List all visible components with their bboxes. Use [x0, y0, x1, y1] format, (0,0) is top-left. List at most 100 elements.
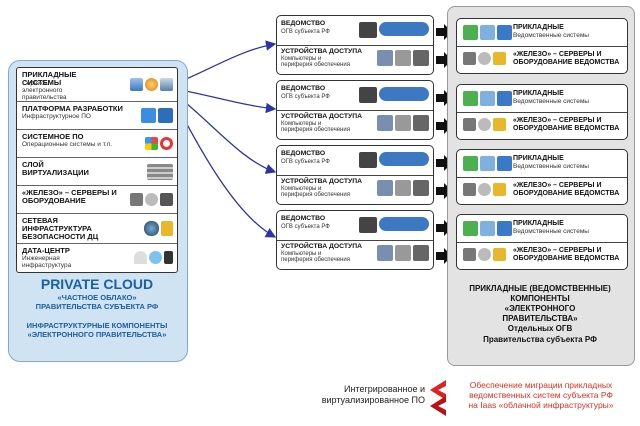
agency-card: ВЕДОМСТВО ОГВ субъекта РФ УСТРОЙСТВА ДОС… — [276, 145, 434, 205]
legend-migration: Обеспечение миграции прикладных ведомств… — [446, 380, 636, 410]
applied-panel-title-6: Правительства субъекта РФ — [483, 335, 597, 344]
devices-subtitle-1: Компьютеры и — [281, 186, 322, 192]
devices-subtitle-2: периферия обеспечения — [281, 192, 350, 198]
legend-left-line-2: виртуализированное ПО — [321, 395, 425, 405]
download-icon — [463, 91, 478, 106]
padlock-icon — [493, 248, 506, 261]
window-icon — [480, 91, 495, 106]
user-group-icon — [379, 152, 429, 166]
layer-subtitle: Операционные системы и т.п. — [22, 141, 113, 148]
applied-panel-title-3: «ЭЛЕКТРОННОГО — [504, 304, 576, 313]
agency-dept-title: ВЕДОМСТВО — [281, 85, 326, 92]
folder-icon — [497, 91, 512, 106]
official-icon — [359, 87, 377, 103]
layer-data-center: ДАТА-ЦЕНТР Инженерная инфраструктура — [17, 244, 177, 272]
app-store-icon — [141, 108, 156, 123]
migration-arrows-icon — [430, 380, 446, 416]
download-icon — [463, 25, 478, 40]
server-icon — [463, 248, 476, 261]
devices-subtitle-1: Компьютеры и — [281, 251, 322, 257]
user-group-icon — [379, 87, 429, 101]
devices-title: УСТРОЙСТВА ДОСТУПА — [281, 243, 363, 250]
folder-icon — [497, 221, 512, 236]
user-group-icon — [379, 22, 429, 36]
disk-icon — [478, 52, 491, 65]
applied-panel-title-4: ПРАВИТЕЛЬСТВА» — [502, 314, 578, 323]
snowflake-icon — [149, 251, 162, 264]
hardware-title-1: «ЖЕЛЕЗО» – СЕРВЕРЫ И — [513, 51, 602, 58]
agency-dept-subtitle: ОГВ субъекта РФ — [281, 159, 330, 165]
layer-applied-systems: ПРИКЛАДНЫЕ СИСТЕМЫ Сервисы электронного … — [17, 68, 177, 102]
layer-subtitle: Инженерная инфраструктура — [22, 255, 72, 269]
hardware-title-1: «ЖЕЛЕЗО» – СЕРВЕРЫ И — [513, 247, 602, 254]
fax-icon — [413, 245, 429, 261]
apps-subtitle: Ведомственные системы — [513, 32, 589, 39]
printer-icon — [395, 245, 411, 261]
applied-card: ПРИКЛАДНЫЕ Ведомственные системы «ЖЕЛЕЗО… — [456, 149, 628, 205]
globe-icon — [145, 78, 158, 91]
devices-subtitle-1: Компьютеры и — [281, 56, 322, 62]
server-icon — [463, 118, 476, 131]
devices-title: УСТРОЙСТВА ДОСТУПА — [281, 178, 363, 185]
hardware-title-1: «ЖЕЛЕЗО» – СЕРВЕРЫ И — [513, 182, 602, 189]
agency-dept-subtitle: ОГВ субъекта РФ — [281, 29, 330, 35]
infra-components-1: ИНФРАСТРУКТУРНЫЕ КОМПОНЕНТЫ — [26, 321, 168, 330]
padlock-icon — [161, 221, 173, 236]
legend-integrated-software: Интегрированное и виртуализированное ПО — [253, 384, 425, 406]
private-cloud-title: PRIVATE CLOUD — [40, 276, 154, 292]
computer-icon — [377, 50, 393, 66]
battery-icon — [164, 251, 173, 264]
apps-title: ПРИКЛАДНЫЕ — [513, 90, 564, 97]
windows-logo-icon — [145, 137, 158, 150]
layer-dev-platform: ПЛАТФОРМА РАЗРАБОТКИ Инфраструктурное ПО — [17, 102, 177, 130]
apps-subtitle: Ведомственные системы — [513, 228, 589, 235]
hardware-title-2: ОБОРУДОВАНИЕ ВЕДОМСТВА — [513, 125, 620, 132]
layer-title: СЛОЙ ВИРТУАЛИЗАЦИИ — [22, 160, 89, 177]
hardware-icon — [160, 193, 173, 206]
server-icon — [463, 52, 476, 65]
cloud-subtitle-2: ПРАВИТЕЛЬСТВА СУБЪЕКТА РФ — [35, 302, 159, 311]
hardware-title-1: «ЖЕЛЕЗО» – СЕРВЕРЫ И — [513, 117, 602, 124]
layer-subtitle: Сервисы электронного правительства — [22, 80, 67, 101]
layer-network-security: СЕТЕВАЯ ИНФРАСТРУКТУРА БЕЗОПАСНОСТИ ДЦ — [17, 214, 177, 244]
window-icon — [160, 78, 173, 91]
applied-card: ПРИКЛАДНЫЕ Ведомственные системы «ЖЕЛЕЗО… — [456, 214, 628, 270]
applied-panel-title-5: Отдельных ОГВ — [507, 324, 573, 333]
padlock-icon — [493, 118, 506, 131]
window-icon — [130, 78, 143, 91]
legend-right-line-3: на Iaas «облачной инфраструктуры» — [468, 400, 614, 410]
computer-icon — [377, 180, 393, 196]
agency-card: ВЕДОМСТВО ОГВ субъекта РФ УСТРОЙСТВА ДОС… — [276, 210, 434, 270]
hardware-title-2: ОБОРУДОВАНИЕ ВЕДОМСТВА — [513, 59, 620, 66]
infra-components-2: «ЭЛЕКТРОННОГО ПРАВИТЕЛЬСТВА» — [27, 330, 167, 339]
agency-dept-title: ВЕДОМСТВО — [281, 150, 326, 157]
user-group-icon — [379, 217, 429, 231]
layer-virtualization: СЛОЙ ВИРТУАЛИЗАЦИИ — [17, 158, 177, 186]
infrastructure-layer-stack: ПРИКЛАДНЫЕ СИСТЕМЫ Сервисы электронного … — [16, 67, 178, 273]
download-icon — [463, 221, 478, 236]
legend-left-line-1: Интегрированное и — [344, 384, 425, 394]
cloud-subtitle-1: «ЧАСТНОЕ ОБЛАКО» — [57, 293, 137, 302]
agency-dept-title: ВЕДОМСТВО — [281, 215, 326, 222]
apps-title: ПРИКЛАДНЫЕ — [513, 24, 564, 31]
agency-dept-subtitle: ОГВ субъекта РФ — [281, 224, 330, 230]
server-icon — [130, 193, 143, 206]
agency-card: ВЕДОМСТВО ОГВ субъекта РФ УСТРОЙСТВА ДОС… — [276, 15, 434, 75]
folder-icon — [497, 156, 512, 171]
lifebuoy-icon — [160, 137, 173, 150]
fax-icon — [413, 115, 429, 131]
devices-subtitle-2: периферия обеспечения — [281, 127, 350, 133]
layer-title: ДАТА-ЦЕНТР — [22, 246, 70, 255]
disk-icon — [478, 118, 491, 131]
agency-card: ВЕДОМСТВО ОГВ субъекта РФ УСТРОЙСТВА ДОС… — [276, 80, 434, 140]
layer-system-software: СИСТЕМНОЕ ПО Операционные системы и т.п. — [17, 130, 177, 158]
computer-icon — [377, 115, 393, 131]
tools-icon — [158, 108, 173, 123]
applied-panel-title-1: ПРИКЛАДНЫЕ (ВЕДОМСТВЕННЫЕ) — [469, 284, 611, 293]
apps-subtitle: Ведомственные системы — [513, 163, 589, 170]
server-icon — [463, 183, 476, 196]
hardware-title-2: ОБОРУДОВАНИЕ ВЕДОМСТВА — [513, 190, 620, 197]
layer-title: ПЛАТФОРМА РАЗРАБОТКИ — [22, 104, 123, 113]
download-icon — [463, 156, 478, 171]
applied-card: ПРИКЛАДНЫЕ Ведомственные системы «ЖЕЛЕЗО… — [456, 18, 628, 74]
